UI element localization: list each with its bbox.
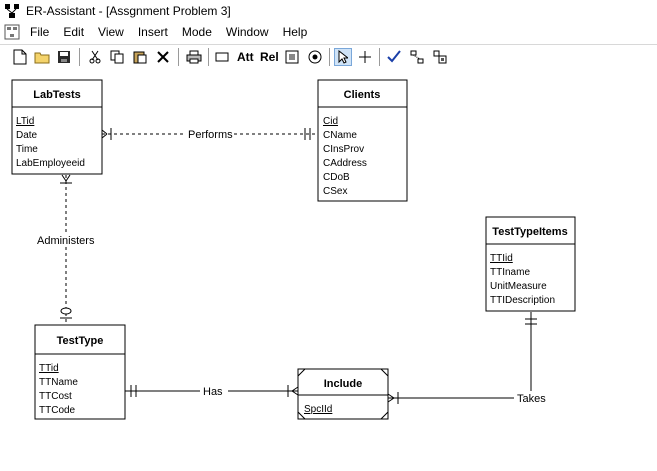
entity-include[interactable]: Include SpcIId xyxy=(297,368,389,420)
entity-title: TestType xyxy=(57,335,104,347)
attr: CInsProv xyxy=(323,144,364,155)
info-tool-icon[interactable] xyxy=(306,48,324,66)
attr: Time xyxy=(16,144,38,155)
save-icon[interactable] xyxy=(55,48,73,66)
relationship-takes[interactable] xyxy=(387,312,537,404)
menu-mode[interactable]: Mode xyxy=(181,25,212,39)
attr: Date xyxy=(16,130,38,141)
entity-title: Clients xyxy=(344,89,381,101)
toolbar-separator xyxy=(79,48,80,66)
window-title: ER-Assistant - [Assgnment Problem 3] xyxy=(26,4,231,18)
attr: CSex xyxy=(323,186,347,197)
takes-label: Takes xyxy=(517,393,546,405)
attr: TTIname xyxy=(490,267,530,278)
copy-icon[interactable] xyxy=(108,48,126,66)
entity-title: Include xyxy=(324,378,363,390)
attr: TTIDescription xyxy=(490,295,555,306)
attr: TTCost xyxy=(39,391,72,402)
toolbar-separator xyxy=(178,48,179,66)
report-tool-icon[interactable] xyxy=(431,48,449,66)
menu-insert[interactable]: Insert xyxy=(137,25,168,39)
open-folder-icon[interactable] xyxy=(33,48,51,66)
new-file-icon[interactable] xyxy=(11,48,29,66)
entity-clients[interactable]: Clients Cid CName CInsProv CAddress CDoB… xyxy=(317,79,408,202)
menu-view[interactable]: View xyxy=(98,25,124,39)
delete-icon[interactable] xyxy=(154,48,172,66)
relationship-administers[interactable] xyxy=(60,174,72,325)
takes-label-bg xyxy=(514,391,548,405)
diagram-canvas[interactable]: Performs Administers Has xyxy=(0,69,657,466)
entity-labtests[interactable]: LabTests LTid Date Time LabEmployeeid xyxy=(11,79,103,175)
print-icon[interactable] xyxy=(185,48,203,66)
menu-bar: File Edit View Insert Mode Window Help xyxy=(0,22,657,42)
cut-icon[interactable] xyxy=(86,48,104,66)
primary-key-attr: SpcIId xyxy=(304,404,332,415)
administers-label: Administers xyxy=(37,235,95,247)
toolbar: Att Rel xyxy=(0,44,657,70)
schema-layout-icon[interactable] xyxy=(408,48,426,66)
has-label: Has xyxy=(203,386,223,398)
document-icon[interactable] xyxy=(4,24,20,40)
administers-label-bg xyxy=(34,233,98,247)
crosshair-tool-icon[interactable] xyxy=(356,48,374,66)
entity-testtypeitems[interactable]: TestTypeItems TTIid TTIname UnitMeasure … xyxy=(485,216,576,312)
toolbar-separator xyxy=(379,48,380,66)
primary-key-attr: LTid xyxy=(16,116,34,127)
entity-title: LabTests xyxy=(33,89,80,101)
performs-label-bg xyxy=(184,127,234,141)
primary-key-attr: TTid xyxy=(39,363,59,374)
attribute-tool-button[interactable]: Att xyxy=(237,50,254,64)
toolbar-separator xyxy=(329,48,330,66)
entity-tool-icon[interactable] xyxy=(213,48,231,66)
entity-title: TestTypeItems xyxy=(492,226,567,238)
toolbar-separator xyxy=(208,48,209,66)
check-icon[interactable] xyxy=(385,48,403,66)
title-bar: ER-Assistant - [Assgnment Problem 3] xyxy=(0,0,657,22)
relationship-tool-button[interactable]: Rel xyxy=(260,50,279,64)
primary-key-attr: TTIid xyxy=(490,253,513,264)
primary-key-attr: Cid xyxy=(323,116,338,127)
menu-help[interactable]: Help xyxy=(282,25,308,39)
menu-edit[interactable]: Edit xyxy=(63,25,85,39)
attr: TTCode xyxy=(39,405,76,416)
attr: UnitMeasure xyxy=(490,281,547,292)
performs-label: Performs xyxy=(188,129,233,141)
paste-icon[interactable] xyxy=(131,48,149,66)
menu-window[interactable]: Window xyxy=(225,25,269,39)
attr: CAddress xyxy=(323,158,367,169)
grid-tool-icon[interactable] xyxy=(283,48,301,66)
attr: CDoB xyxy=(323,172,350,183)
menu-file[interactable]: File xyxy=(30,25,50,39)
attr: LabEmployeeid xyxy=(16,158,85,169)
select-pointer-icon[interactable] xyxy=(334,48,352,66)
attr: CName xyxy=(323,130,357,141)
app-icon xyxy=(5,4,19,18)
has-label-bg xyxy=(200,384,228,398)
entity-testtype[interactable]: TestType TTid TTName TTCost TTCode xyxy=(34,324,126,420)
attr: TTName xyxy=(39,377,78,388)
